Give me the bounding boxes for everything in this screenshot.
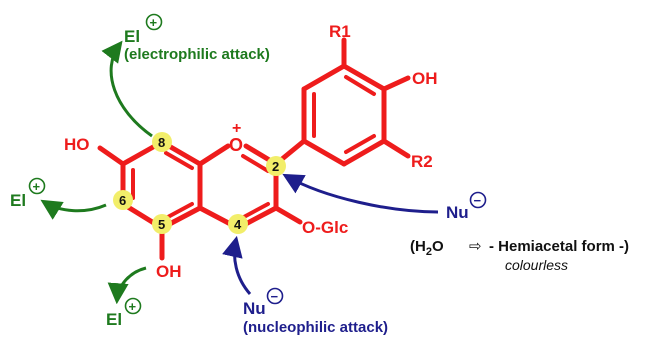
- electrophilic-attack-label: (electrophilic attack): [124, 46, 270, 63]
- electrophile-top: El + (electrophilic attack): [124, 13, 270, 63]
- bond-b3-b4: [341, 63, 387, 92]
- svg-text:El: El: [124, 27, 140, 46]
- double-bond-c4a-c5: [164, 202, 194, 220]
- position-markers: 8 6 5 4 2: [113, 132, 286, 234]
- position-marker-4: 4: [228, 214, 248, 234]
- flavylium-skeleton: [97, 37, 411, 261]
- double-bond-b5-b6: [344, 134, 376, 154]
- double-bond-o1-c2: [241, 154, 270, 173]
- hemiacetal-note: (H2O ⇨ - Hemiacetal form -) colourless: [410, 237, 629, 273]
- svg-text:+: +: [129, 299, 137, 314]
- nucleophile-bottom: Nu − (nucleophilic attack): [243, 287, 388, 336]
- colourless-label: colourless: [505, 257, 568, 273]
- electrophilic-arrows: [40, 40, 153, 305]
- o-glc-label: O-Glc: [302, 218, 348, 237]
- svg-text:6: 6: [119, 193, 126, 208]
- svg-text:5: 5: [158, 217, 165, 232]
- arrow-c8-to-el: [101, 40, 153, 138]
- svg-text:−: −: [271, 289, 279, 304]
- ring-oxygen-label: O: [229, 135, 243, 155]
- electrophile-bottom: El +: [106, 297, 142, 329]
- position-marker-5: 5: [152, 214, 172, 234]
- hemiacetal-arrow: ⇨: [469, 237, 482, 255]
- svg-text:4: 4: [234, 217, 242, 232]
- svg-text:+: +: [33, 179, 41, 194]
- bond-c8a-o1: [197, 143, 231, 167]
- arrow-c5-to-el: [107, 266, 147, 305]
- svg-text:8: 8: [158, 135, 165, 150]
- svg-text:Nu: Nu: [243, 299, 266, 318]
- svg-text:+: +: [150, 15, 158, 30]
- nucleophilic-arrows: [222, 173, 439, 295]
- svg-text:El: El: [106, 310, 122, 329]
- svg-text:El: El: [10, 191, 26, 210]
- arrow-nu-to-c4: [222, 235, 252, 295]
- arrow-c6-to-el: [40, 199, 107, 220]
- bond-b5-r2: [381, 138, 411, 159]
- r2-label: R2: [411, 152, 433, 171]
- ho-left-label: HO: [64, 135, 90, 154]
- svg-text:−: −: [474, 193, 482, 208]
- position-marker-2: 2: [266, 156, 286, 176]
- bond-b6-b1: [301, 138, 347, 167]
- electrophile-left: El +: [10, 177, 46, 210]
- position-marker-6: 6: [113, 190, 133, 210]
- substituent-labels: R1 OH R2 HO OH O-Glc O +: [64, 22, 438, 281]
- svg-text:(H2O: (H2O: [410, 238, 444, 258]
- svg-text:2: 2: [272, 159, 279, 174]
- bond-b2-b3: [301, 63, 347, 92]
- hemiacetal-form-label: - Hemiacetal form -): [489, 238, 629, 255]
- bond-b4-oh: [381, 75, 411, 92]
- nucleophile-right: Nu −: [446, 191, 487, 222]
- bond-c7-oh: [97, 145, 126, 167]
- double-bond-b3-b4: [344, 75, 376, 96]
- bond-b5-b6: [341, 138, 387, 167]
- double-bond-c3-c4: [240, 202, 270, 220]
- position-marker-8: 8: [152, 132, 172, 152]
- oh-bottom-label: OH: [156, 262, 182, 281]
- r1-label: R1: [329, 22, 351, 41]
- arrow-nu-to-c2: [282, 173, 439, 214]
- oh-top-label: OH: [412, 69, 438, 88]
- bond-c3-oglc: [273, 205, 303, 225]
- svg-text:Nu: Nu: [446, 203, 469, 222]
- nucleophilic-attack-label: (nucleophilic attack): [243, 319, 388, 336]
- oxonium-charge: +: [232, 120, 241, 137]
- double-bond-c8-c8a: [164, 151, 194, 170]
